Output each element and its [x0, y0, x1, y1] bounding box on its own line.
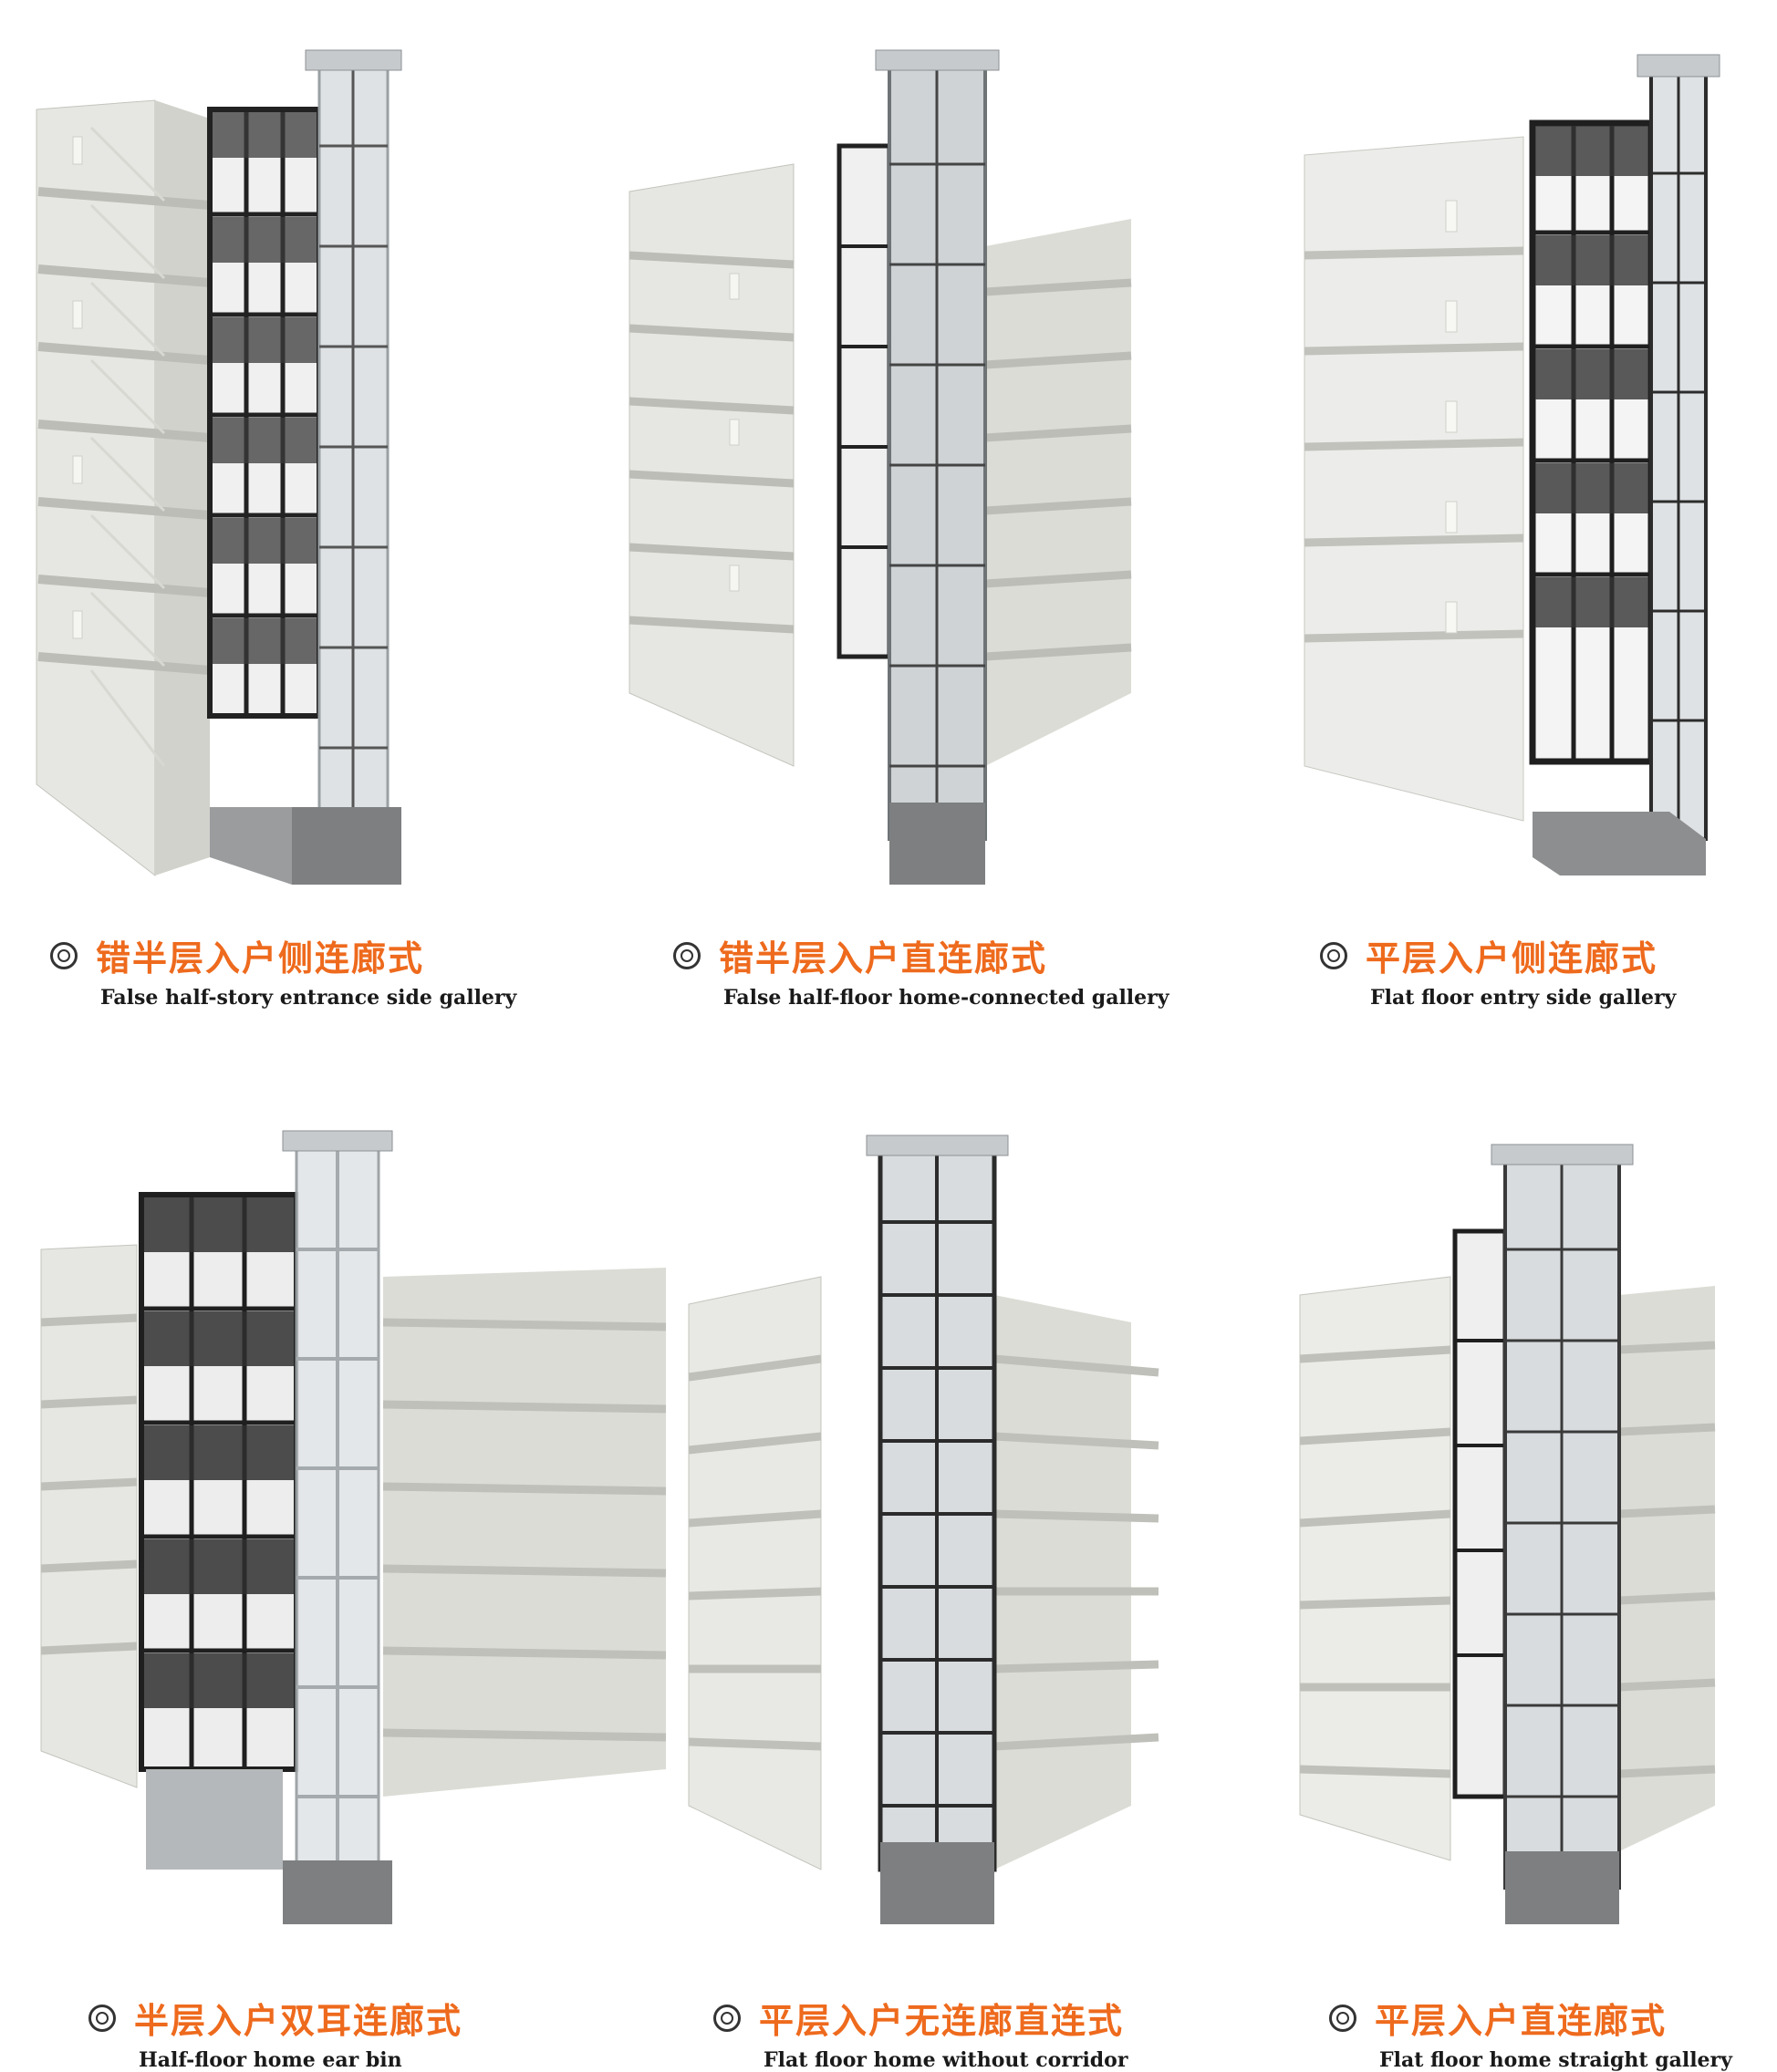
caption-p2: 错半层入户直连廊式 False half-floor home-connecte…: [673, 930, 1169, 1010]
elevator-diagram-p3: [1304, 54, 1720, 875]
double-circle-icon: [1320, 941, 1347, 969]
double-circle-icon: [1329, 2004, 1356, 2032]
caption-title-zh: 错半层入户直连廊式: [719, 938, 1048, 979]
caption-title-zh: 错半层入户侧连廊式: [96, 938, 425, 979]
caption-title-zh: 平层入户侧连廊式: [1366, 938, 1658, 979]
caption-p5: 平层入户无连廊直连式 Flat floor home without corri…: [713, 1993, 1128, 2072]
caption-p3: 平层入户侧连廊式 Flat floor entry side gallery: [1320, 930, 1676, 1010]
caption-p6: 平层入户直连廊式 Flat floor home straight galler…: [1329, 1993, 1732, 2072]
elevator-diagram-p4: [40, 1130, 667, 1924]
caption-title-zh: 平层入户直连廊式: [1375, 2001, 1668, 2041]
elevator-diagram-p6: [1299, 1144, 1716, 1924]
caption-title-en: Half-floor home ear bin: [139, 2048, 402, 2072]
elevator-diagram-p5: [688, 1134, 1159, 1924]
illustration-p6: [1295, 1131, 1733, 1933]
caption-title-zh: 平层入户无连廊直连式: [759, 2001, 1125, 2041]
illustration-p3: [1286, 36, 1724, 903]
illustration-p1: [27, 36, 410, 903]
illustration-p2: [620, 36, 1149, 903]
caption-title-en: False half-floor home-connected gallery: [723, 986, 1169, 1010]
caption-title-en: False half-story entrance side gallery: [100, 986, 517, 1010]
double-circle-icon: [50, 941, 78, 969]
caption-p4: 半层入户双耳连廊式 Half-floor home ear bin: [88, 1993, 462, 2072]
caption-title-en: Flat floor entry side gallery: [1370, 986, 1677, 1010]
elevator-diagram-p2: [629, 49, 1132, 885]
double-circle-icon: [713, 2004, 741, 2032]
caption-title-en: Flat floor home straight gallery: [1379, 2048, 1732, 2072]
illustration-p4: [36, 1113, 675, 1933]
illustration-p5: [684, 1113, 1177, 1933]
caption-title-en: Flat floor home without corridor: [764, 2048, 1128, 2072]
double-circle-icon: [88, 2004, 116, 2032]
caption-p1: 错半层入户侧连廊式 False half-story entrance side…: [50, 930, 516, 1010]
caption-title-zh: 半层入户双耳连廊式: [134, 2001, 463, 2041]
double-circle-icon: [673, 941, 701, 969]
elevator-diagram-p1: [36, 49, 402, 885]
